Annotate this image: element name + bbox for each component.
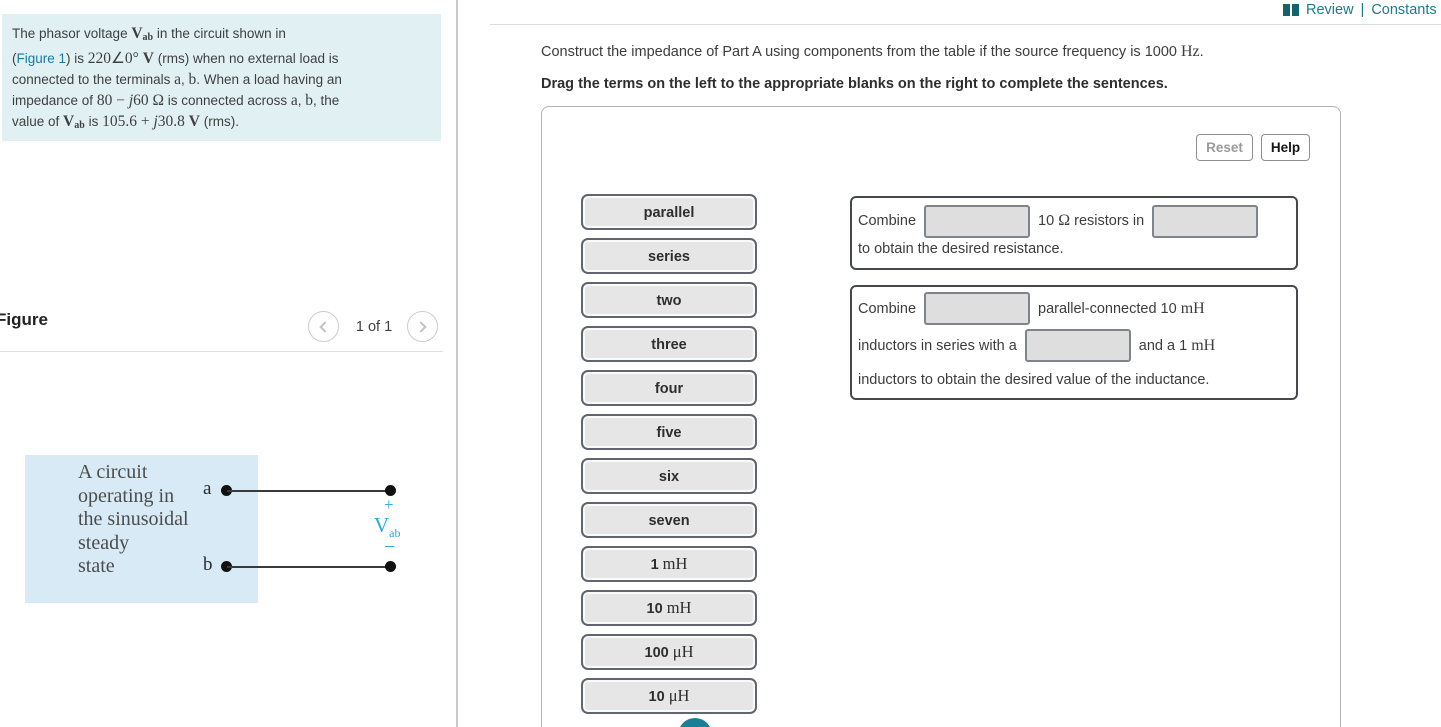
scroll-more-button[interactable]: [678, 718, 712, 727]
wire-a: [227, 490, 391, 492]
minus-sign: −: [384, 536, 396, 558]
figure-next-button[interactable]: [407, 311, 438, 342]
problem-line: (Figure 1) is 220∠0° V (rms) when no ext…: [12, 50, 339, 67]
sentence-2-box: Combine parallel-connected 10 mH inducto…: [850, 285, 1298, 400]
term-two[interactable]: two: [581, 282, 757, 318]
instruction-text: Construct the impedance of Part A using …: [541, 43, 1204, 60]
term-10mh[interactable]: 10 mH: [581, 590, 757, 626]
figure-caption-box: [25, 455, 258, 603]
reset-button[interactable]: Reset: [1196, 134, 1253, 161]
vab-label: Vab: [374, 513, 401, 541]
help-button[interactable]: Help: [1261, 134, 1310, 161]
terminal-b-right-node: [385, 561, 396, 572]
term-five[interactable]: five: [581, 414, 757, 450]
blank-inductor-count[interactable]: [924, 292, 1031, 325]
term-series[interactable]: series: [581, 238, 757, 274]
figure-1-link[interactable]: Figure 1: [16, 51, 67, 66]
blank-resistor-count[interactable]: [924, 204, 1031, 238]
blank-inductor-value[interactable]: [1024, 329, 1131, 362]
terminal-b-node: [221, 561, 232, 572]
terminal-a-node: [221, 485, 232, 496]
terminal-b-label: b: [203, 554, 213, 575]
term-six[interactable]: six: [581, 458, 757, 494]
blank-resistor-connection[interactable]: [1152, 204, 1259, 238]
problem-line: connected to the terminals a, b. When a …: [12, 71, 342, 88]
figure-caption: A circuit operating in the sinusoidal st…: [78, 461, 189, 577]
chevron-right-icon: [415, 321, 427, 333]
figure-divider: [0, 351, 443, 352]
problem-line: The phasor voltage Vab in the circuit sh…: [12, 25, 286, 43]
chevron-left-icon: [319, 321, 331, 333]
header-separator: |: [1360, 2, 1365, 18]
header-rule: [490, 24, 1441, 25]
figure-pager-text: 1 of 1: [355, 319, 393, 335]
problem-line: impedance of 80 − j60 Ω is connected acr…: [12, 92, 340, 109]
term-four[interactable]: four: [581, 370, 757, 406]
problem-statement: The phasor voltage Vab in the circuit sh…: [2, 14, 441, 141]
figure-section-title: Figure: [0, 310, 48, 329]
figure-prev-button[interactable]: [308, 311, 339, 342]
term-10uh[interactable]: 10 μH: [581, 678, 757, 714]
term-1mh[interactable]: 1 mH: [581, 546, 757, 582]
review-constants-bar: Review | Constants: [1283, 2, 1437, 18]
term-three[interactable]: three: [581, 326, 757, 362]
book-icon: [1283, 4, 1299, 16]
review-link[interactable]: Review: [1306, 2, 1354, 18]
terminal-a-label: a: [203, 478, 212, 499]
drag-instruction-text: Drag the terms on the left to the approp…: [541, 76, 1168, 92]
terminal-a-right-node: [385, 485, 396, 496]
problem-line: value of Vab is 105.6 + j30.8 V (rms).: [12, 113, 239, 131]
term-seven[interactable]: seven: [581, 502, 757, 538]
plus-sign: +: [384, 495, 394, 514]
sentence-1-box: Combine 10 Ω resistors in to obtain the …: [850, 196, 1298, 270]
term-100uh[interactable]: 100 μH: [581, 634, 757, 670]
panel-divider: [456, 0, 458, 727]
wire-b: [227, 566, 391, 568]
terms-list: parallel series two three four five six …: [581, 194, 757, 714]
term-parallel[interactable]: parallel: [581, 194, 757, 230]
constants-link[interactable]: Constants: [1371, 2, 1437, 18]
